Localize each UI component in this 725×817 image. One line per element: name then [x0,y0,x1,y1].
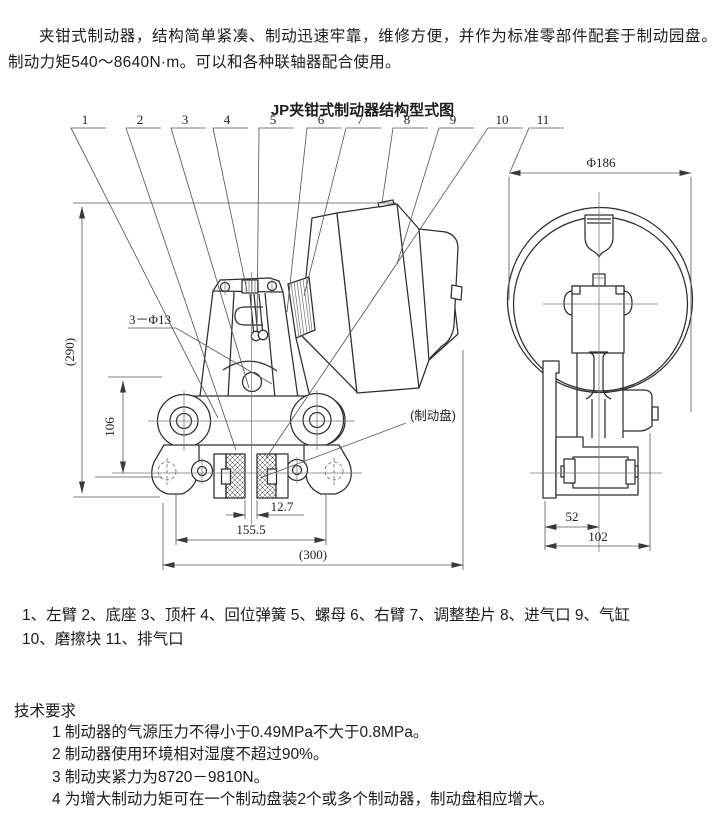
callout-1-number: 1 [82,112,89,127]
callout-10-number: 10 [496,112,509,127]
intro-paragraph: 夹钳式制动器，结构简单紧凑、制动迅速牢靠，维修方便，并作为标准零部件配套于制动园… [8,27,717,71]
callout-7-number: 7 [357,112,364,127]
callout-4: 4 [212,112,248,292]
parts-legend-line1: 1、左臂 2、底座 3、顶杆 4、回位弹簧 5、螺母 6、右臂 7、调整垫片 8… [22,607,631,624]
callout-6-number: 6 [318,112,325,127]
side-view: Φ186 52 102 [506,155,694,552]
dim-pad-gap: 12.7 [226,499,304,519]
callout-9: 9 [396,112,474,265]
callout-11: 11 [509,112,564,173]
callout-1: 1 [70,112,219,419]
brake-disc-label: (制动盘) [410,408,456,423]
callout-9-number: 9 [450,112,457,127]
caliper-arms [199,277,311,399]
callout-3-number: 3 [182,112,189,127]
dim-106-label: 106 [102,417,117,437]
callout-6: 6 [286,112,342,313]
dim-mount-holes: 3－Φ13 [128,312,273,385]
callout-8-number: 8 [404,112,411,127]
callout-8: 8 [381,112,428,204]
dim-phi186-label: Φ186 [586,155,616,170]
dim-3phi13-label: 3－Φ13 [129,312,171,327]
structure-diagram: (290) 106 3－Φ13 12.7 [62,112,694,570]
callout-4-number: 4 [224,112,231,127]
dim-pin-span: 155.5 [175,494,327,545]
callout-leaders: 1 2 3 4 5 6 7 [70,112,564,459]
callout-2: 2 [125,112,237,451]
callout-5-number: 5 [270,112,277,127]
callout-5: 5 [256,112,294,334]
dim-base-offset: 52 [544,501,600,550]
dim-127-label: 12.7 [271,499,294,514]
tech-item-3: 3 制动夹紧力为8720－9810N。 [52,768,270,786]
callout-3: 3 [170,112,250,389]
parts-legend-line2: 10、磨擦块 11、排气口 [22,630,184,648]
tech-item-2: 2 制动器使用环境相对湿度不超过90%。 [52,746,329,764]
dim-290-label: (290) [62,338,77,366]
centerlines-side [530,192,662,552]
tech-requirements-heading: 技术要求 [14,703,77,720]
dim-102-label: 102 [588,529,608,544]
side-base-bracket [542,360,639,499]
figure-title: JP夹钳式制动器结构型式图 [270,102,455,119]
dim-52-label: 52 [566,509,579,524]
dim-roller-height: 106 [95,376,162,478]
parts-legend: 1、左臂 2、底座 3、顶杆 4、回位弹簧 5、螺母 6、右臂 7、调整垫片 8… [22,604,714,651]
tech-item-1: 1 制动器的气源压力不得小于0.49MPa不大于0.8MPa。 [52,724,429,741]
callout-10: 10 [265,112,523,459]
dim-1555-label: 155.5 [236,522,265,537]
dim-disc-diameter: Φ186 [508,155,692,412]
callout-2-number: 2 [137,112,144,127]
dim-300-label: (300) [299,547,327,562]
dim-base-width: 102 [544,433,651,551]
dim-overall-width: (300) [162,350,464,570]
callout-7: 7 [303,112,381,297]
friction-blocks [213,453,289,499]
centerlines-front [112,272,362,524]
dim-overall-height: (290) [62,202,396,498]
tech-requirements-list: 1 制动器的气源压力不得小于0.49MPa不大于0.8MPa。 2 制动器使用环… [52,722,554,812]
cylinder-side-body [563,273,659,438]
callout-11-number: 11 [537,112,550,127]
tech-item-4: 4 为增大制动力矩可在一个制动盘装2个或多个制动器，制动盘相应增大。 [52,791,555,809]
brake-disc-note: (制动盘) [259,408,456,479]
front-view: (290) 106 3－Φ13 12.7 [62,199,464,570]
